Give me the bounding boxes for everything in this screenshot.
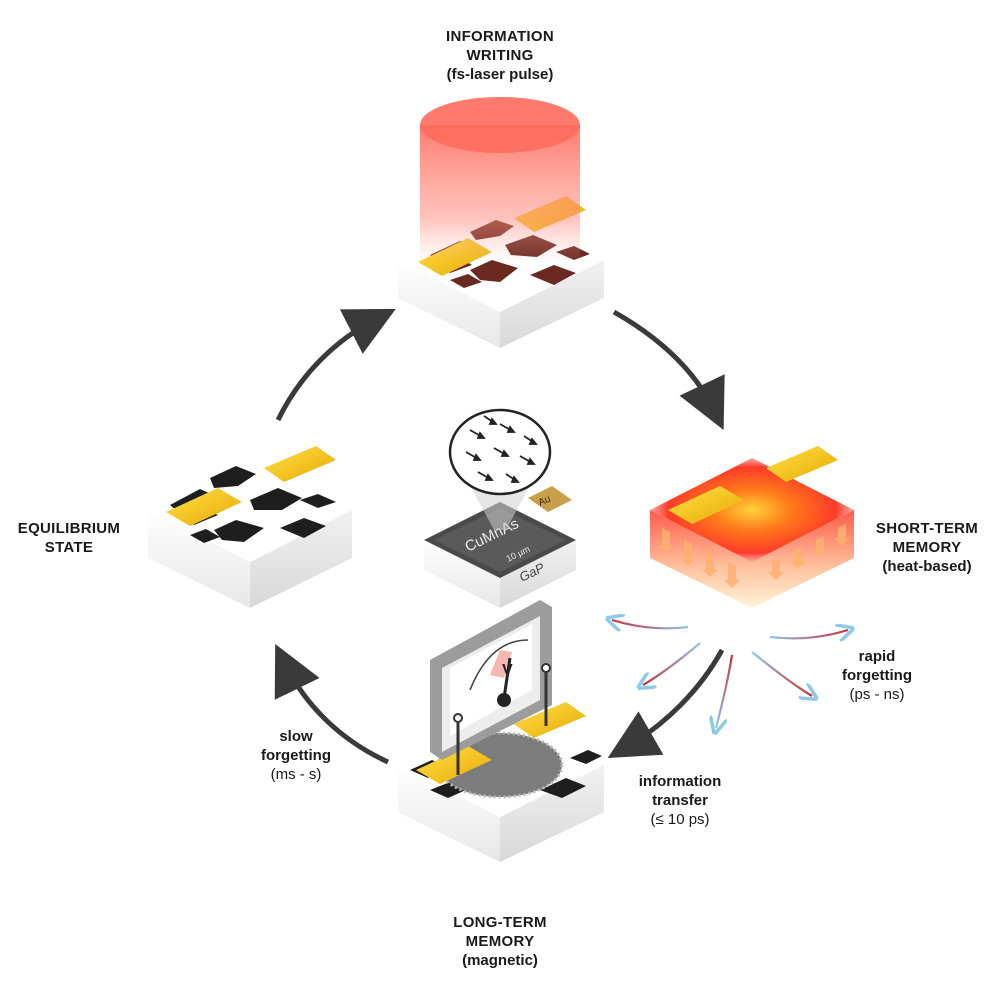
block-short-term [650, 446, 854, 608]
state-title: MEMORY [465, 932, 535, 950]
voltmeter: V [430, 600, 552, 775]
meter-needle [502, 657, 512, 699]
gold-contact [264, 446, 336, 482]
spin-arrows [465, 415, 538, 483]
label-slow-forgetting: slow forgetting (ms - s) [236, 728, 356, 784]
state-title: SHORT-TERM [875, 520, 979, 537]
arrow-equilibrium-to-writing [275, 308, 396, 422]
laser-pulse [420, 97, 580, 260]
process-name: slow [279, 728, 313, 745]
block-equilibrium [148, 446, 352, 608]
process-name: information [638, 773, 722, 790]
label-short-term-memory: SHORT-TERM MEMORY (heat-based) [862, 520, 992, 576]
process-time: (≤ 10 ps) [650, 810, 710, 828]
state-subtitle: (magnetic) [462, 951, 538, 969]
gold-contact [416, 746, 492, 784]
process-name: rapid [858, 648, 896, 665]
chip-contact-label: Au [537, 494, 553, 509]
rapid-forgetting-arrows [612, 620, 848, 728]
center-chip: Au CuMnAs 10 µm GaP [424, 408, 576, 608]
gold-contact [766, 446, 838, 482]
label-information-transfer: information transfer (≤ 10 ps) [610, 773, 750, 829]
state-title: INFORMATION [445, 28, 554, 45]
block-writing [398, 97, 604, 348]
gold-contact [668, 486, 744, 524]
state-title: WRITING [466, 46, 534, 64]
process-name: forgetting [842, 666, 912, 684]
block-long-term: V [398, 600, 604, 862]
state-title: LONG-TERM [453, 914, 547, 931]
process-time: (ms - s) [270, 765, 322, 783]
arrow-writing-to-short-term [612, 309, 725, 431]
arrow-long-term-to-equilibrium [274, 644, 390, 765]
process-time: (ps - ns) [849, 685, 905, 703]
au-contact [528, 486, 572, 512]
label-information-writing: INFORMATION WRITING (fs-laser pulse) [400, 28, 600, 84]
process-name: transfer [652, 791, 708, 809]
state-subtitle: (fs-laser pulse) [446, 65, 554, 83]
gold-contact [514, 702, 586, 738]
state-subtitle: (heat-based) [882, 557, 972, 575]
gold-contact [166, 488, 242, 526]
process-name: forgetting [261, 746, 331, 764]
state-title: STATE [44, 538, 94, 556]
label-equilibrium-state: EQUILIBRIUM STATE [4, 520, 134, 558]
cycle-arrows [274, 308, 725, 765]
sample-surface [650, 458, 854, 562]
arrow-short-term-to-long-term [607, 648, 725, 758]
label-rapid-forgetting: rapid forgetting (ps - ns) [812, 648, 942, 704]
state-title: EQUILIBRIUM [17, 520, 121, 537]
heat-flow-arrows [658, 524, 850, 588]
meter-symbol: V [502, 662, 513, 679]
label-long-term-memory: LONG-TERM MEMORY (magnetic) [400, 914, 600, 970]
state-title: MEMORY [892, 538, 962, 556]
